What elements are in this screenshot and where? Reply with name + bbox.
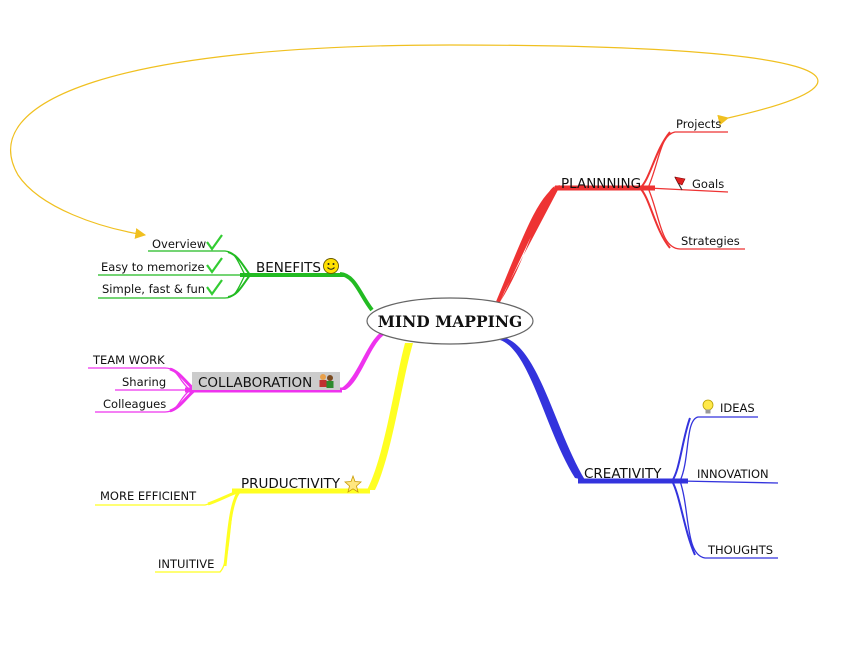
creativity-label[interactable]: CREATIVITY (584, 466, 662, 482)
central-topic-label[interactable]: MIND MAPPING (378, 312, 523, 331)
smiley-icon (323, 258, 339, 274)
branch-planning (496, 131, 745, 303)
planning-child-goals[interactable]: Goals (692, 177, 724, 191)
checkmark-icon (206, 279, 223, 296)
star-icon (344, 474, 362, 493)
branch-benefits (98, 250, 374, 312)
relation-arrow[interactable] (10, 44, 819, 239)
creativity-child-ideas[interactable]: IDEAS (720, 401, 755, 415)
branch-creativity (500, 338, 779, 559)
people-icon (319, 374, 334, 388)
benefits-child-overview[interactable]: Overview (152, 237, 206, 251)
creativity-child-thoughts[interactable]: THOUGHTS (707, 543, 773, 557)
collaboration-child-sharing[interactable]: Sharing (122, 375, 166, 389)
productivity-label[interactable]: PRUDUCTIVITY (241, 476, 341, 492)
collaboration-child-colleagues[interactable]: Colleagues (103, 397, 166, 411)
benefits-child-easy[interactable]: Easy to memorize (101, 260, 205, 274)
planning-child-strategies[interactable]: Strategies (681, 234, 740, 248)
productivity-child-efficient[interactable]: MORE EFFICIENT (100, 489, 197, 503)
benefits-label[interactable]: BENEFITS (256, 260, 321, 276)
collaboration-child-teamwork[interactable]: TEAM WORK (92, 353, 165, 367)
flag-icon (674, 176, 686, 191)
branch-productivity (95, 343, 413, 573)
lightbulb-icon (702, 399, 714, 414)
planning-label[interactable]: PLANNNING (561, 176, 641, 192)
central-topic[interactable] (366, 297, 534, 345)
checkmark-icon (206, 257, 223, 274)
collaboration-label[interactable]: COLLABORATION (198, 375, 312, 391)
creativity-child-innovation[interactable]: INNOVATION (697, 467, 769, 481)
collaboration-highlight (192, 372, 340, 390)
benefits-child-simple[interactable]: Simple, fast & fun (102, 282, 205, 296)
productivity-child-intuitive[interactable]: INTUITIVE (158, 557, 214, 571)
planning-child-projects[interactable]: Projects (676, 117, 721, 131)
checkmark-icon (206, 234, 223, 251)
